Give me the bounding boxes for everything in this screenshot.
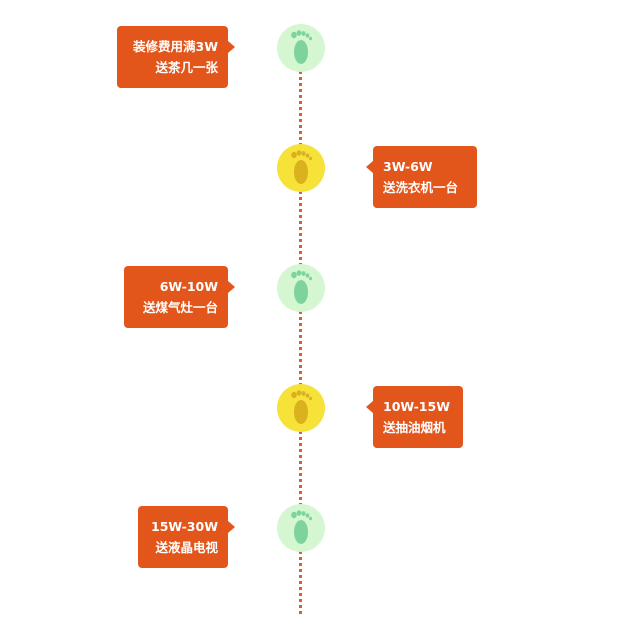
step-4-gift: 送抽油烟机: [383, 420, 446, 435]
footprint-icon: [287, 149, 315, 187]
callout-step-2: 3W-6W 送洗衣机一台: [366, 146, 477, 208]
timeline-node-3: [277, 264, 325, 312]
step-4-range: 10W-15W: [383, 399, 450, 414]
timeline-node-4: [277, 384, 325, 432]
timeline-dotted-line: [299, 48, 302, 614]
step-3-gift: 送煤气灶一台: [142, 300, 218, 315]
footprint-icon: [287, 509, 315, 547]
step-5-gift: 送液晶电视: [155, 540, 218, 555]
footprint-icon: [287, 269, 315, 307]
step-2-gift: 送洗衣机一台: [383, 180, 459, 195]
timeline-node-2: [277, 144, 325, 192]
timeline-node-1: [277, 24, 325, 72]
callout-step-4: 10W-15W 送抽油烟机: [366, 386, 463, 448]
step-1-range: 装修费用满3W: [133, 39, 218, 54]
callout-step-1: 装修费用满3W 送茶几一张: [117, 26, 235, 88]
footprint-icon: [287, 29, 315, 67]
step-2-range: 3W-6W: [383, 159, 433, 174]
step-5-range: 15W-30W: [151, 519, 218, 534]
footprint-icon: [287, 389, 315, 427]
step-1-gift: 送茶几一张: [155, 60, 218, 75]
callout-step-5: 15W-30W 送液晶电视: [138, 506, 235, 568]
step-3-range: 6W-10W: [159, 279, 218, 294]
timeline-node-5: [277, 504, 325, 552]
callout-step-3: 6W-10W 送煤气灶一台: [124, 266, 235, 328]
